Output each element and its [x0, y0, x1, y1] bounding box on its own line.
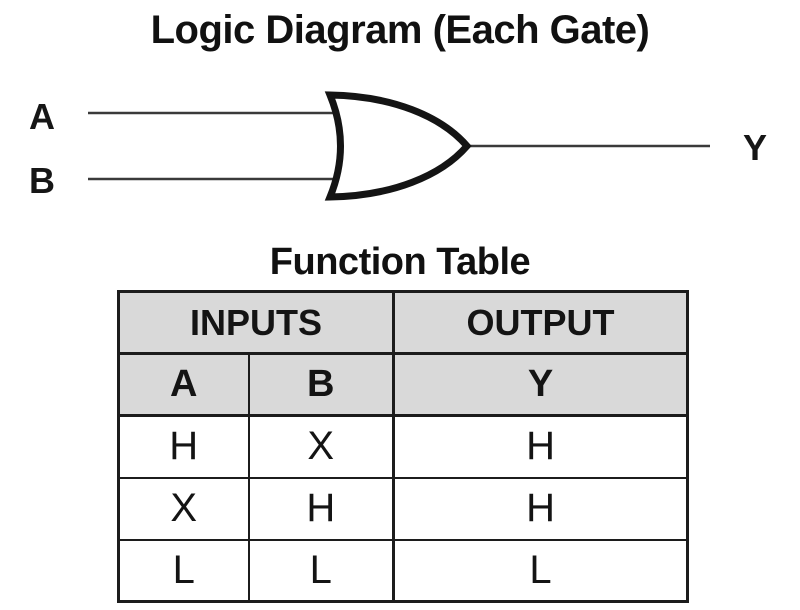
table-group-header-row: INPUTS OUTPUT	[117, 290, 689, 355]
inputs-group-header: INPUTS	[117, 290, 395, 355]
column-header-b: B	[247, 352, 395, 417]
table-row: L L L	[117, 538, 689, 603]
or-gate-diagram: A B Y	[29, 91, 767, 201]
cell-a: X	[117, 476, 250, 541]
output-label: Y	[743, 127, 767, 168]
cell-b: H	[247, 476, 395, 541]
table-row: H X H	[117, 414, 689, 479]
input-b-label: B	[29, 160, 55, 201]
cell-a: L	[117, 538, 250, 603]
cell-y: L	[392, 538, 689, 603]
column-header-y: Y	[392, 352, 689, 417]
cell-b: X	[247, 414, 395, 479]
cell-b: L	[247, 538, 395, 603]
logic-diagram-title: Logic Diagram (Each Gate)	[150, 8, 650, 52]
function-table-title: Function Table	[269, 241, 531, 283]
function-table: INPUTS OUTPUT A B Y H X H X H H L L L	[117, 290, 690, 603]
input-a-label: A	[29, 96, 55, 137]
cell-y: H	[392, 476, 689, 541]
or-gate-symbol	[324, 91, 472, 201]
table-row: X H H	[117, 476, 689, 541]
output-group-header: OUTPUT	[392, 290, 689, 355]
table-column-header-row: A B Y	[117, 352, 689, 417]
cell-a: H	[117, 414, 250, 479]
cell-y: H	[392, 414, 689, 479]
column-header-a: A	[117, 352, 250, 417]
